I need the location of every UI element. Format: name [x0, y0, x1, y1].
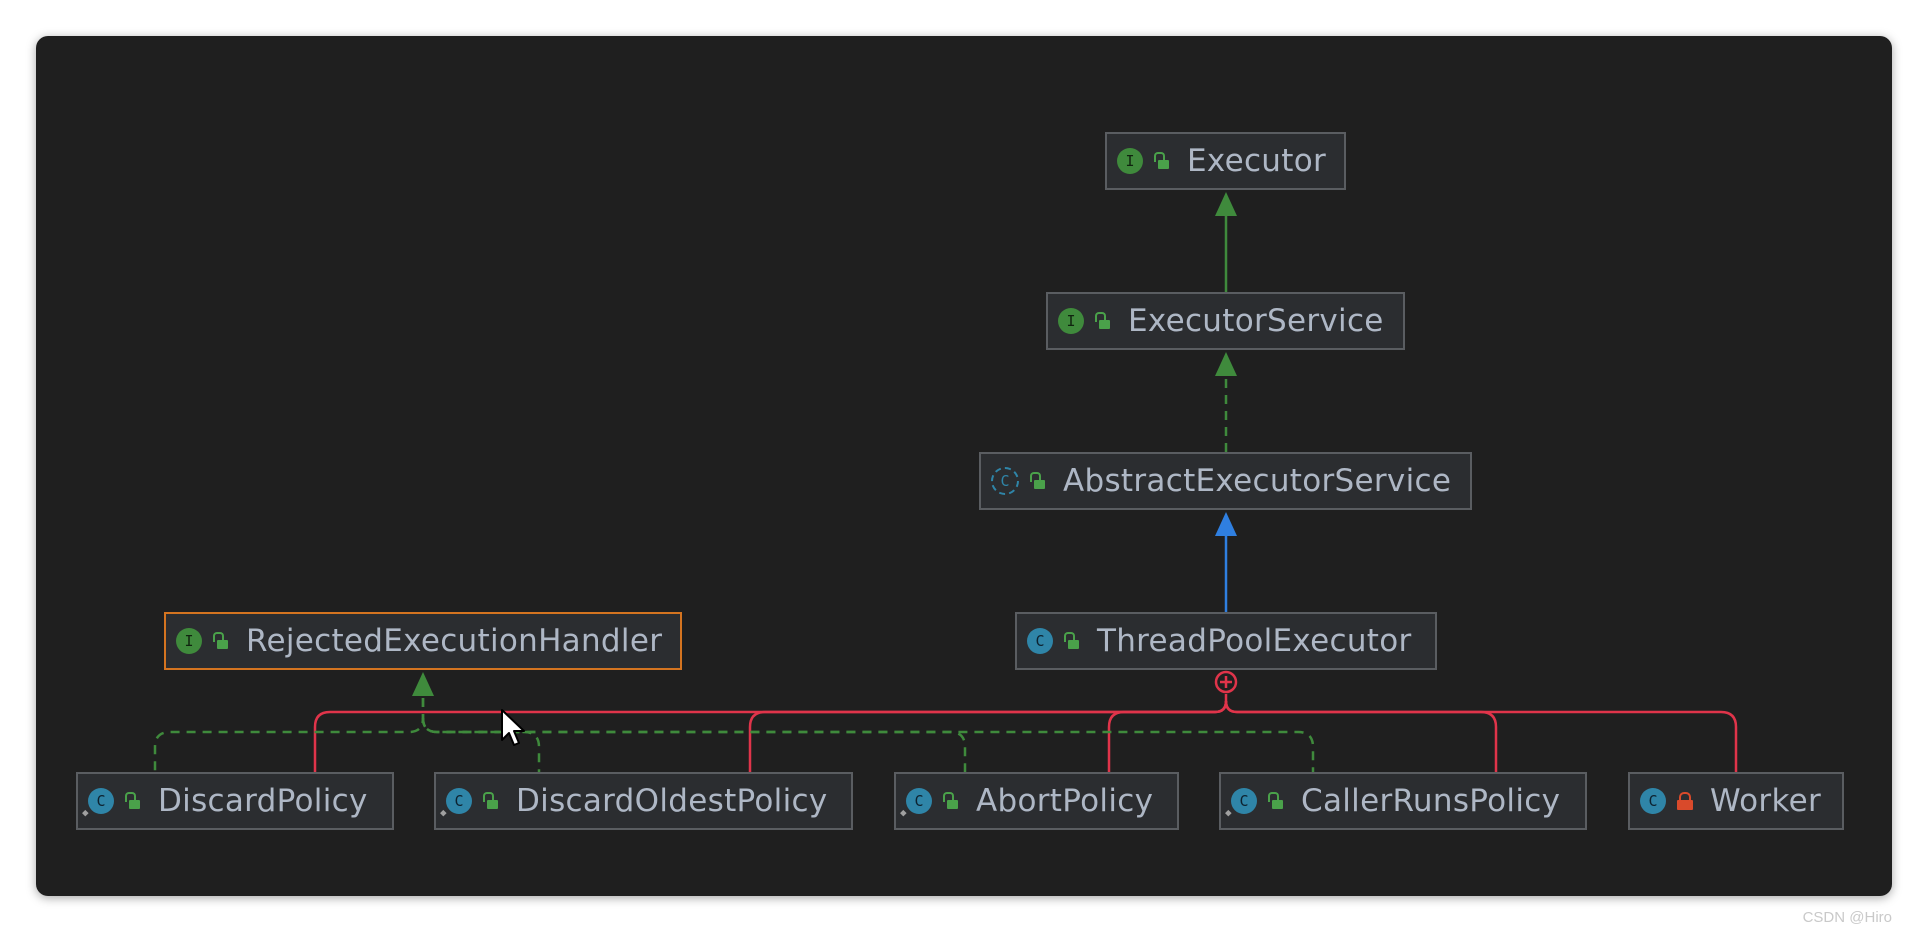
inner-class-edges	[313, 694, 1738, 772]
node-label: Executor	[1187, 143, 1327, 179]
abstract-class-icon: C	[991, 467, 1019, 495]
node-discard-policy[interactable]: C◆ DiscardPolicy	[76, 772, 394, 830]
class-icon: C	[1640, 788, 1666, 814]
private-lock-icon	[1674, 790, 1696, 812]
node-discard-oldest-policy[interactable]: C◆ DiscardOldestPolicy	[434, 772, 853, 830]
public-lock-icon	[480, 790, 502, 812]
public-lock-icon	[210, 630, 232, 652]
node-abstract-executor-service[interactable]: C AbstractExecutorService	[979, 452, 1472, 510]
static-class-icon: C◆	[440, 788, 472, 819]
public-lock-icon	[1265, 790, 1287, 812]
public-lock-icon	[1092, 310, 1114, 332]
arrowhead-executor	[1215, 192, 1237, 216]
node-label: AbstractExecutorService	[1063, 463, 1452, 499]
node-label: ExecutorService	[1128, 303, 1384, 339]
public-lock-icon	[1151, 150, 1173, 172]
node-executor-service[interactable]: I ExecutorService	[1046, 292, 1405, 350]
node-thread-pool-executor[interactable]: C ThreadPoolExecutor	[1015, 612, 1437, 670]
node-label: RejectedExecutionHandler	[246, 623, 663, 659]
node-label: ThreadPoolExecutor	[1097, 623, 1412, 659]
mouse-cursor-icon	[501, 709, 525, 746]
implements-edges	[153, 698, 1315, 772]
arrowhead-abstractexecutorservice	[1215, 512, 1237, 536]
static-class-icon: C◆	[82, 788, 114, 819]
node-label: Worker	[1710, 783, 1822, 819]
badge-letter: C	[454, 792, 464, 810]
arrowhead-rejectedexecutionhandler	[412, 672, 434, 696]
node-caller-runs-policy[interactable]: C◆ CallerRunsPolicy	[1219, 772, 1587, 830]
badge-letter: C	[914, 792, 924, 810]
node-abort-policy[interactable]: C◆ AbortPolicy	[894, 772, 1179, 830]
badge-letter: C	[1239, 792, 1249, 810]
public-lock-icon	[1061, 630, 1083, 652]
node-label: AbortPolicy	[976, 783, 1154, 819]
node-label: DiscardPolicy	[158, 783, 368, 819]
node-executor[interactable]: I Executor	[1105, 132, 1346, 190]
badge-letter: C	[96, 792, 106, 810]
public-lock-icon	[122, 790, 144, 812]
public-lock-icon	[940, 790, 962, 812]
interface-icon: I	[1058, 308, 1084, 334]
class-icon: C	[1027, 628, 1053, 654]
node-label: DiscardOldestPolicy	[516, 783, 828, 819]
public-lock-icon	[1027, 470, 1049, 492]
watermark: CSDN @Hiro	[1802, 909, 1892, 926]
interface-icon: I	[176, 628, 202, 654]
node-rejected-execution-handler[interactable]: I RejectedExecutionHandler	[164, 612, 682, 670]
arrowhead-executorservice	[1215, 352, 1237, 376]
static-class-icon: C◆	[900, 788, 932, 819]
node-worker[interactable]: C Worker	[1628, 772, 1844, 830]
interface-icon: I	[1117, 148, 1143, 174]
static-class-icon: C◆	[1225, 788, 1257, 819]
node-label: CallerRunsPolicy	[1301, 783, 1561, 819]
